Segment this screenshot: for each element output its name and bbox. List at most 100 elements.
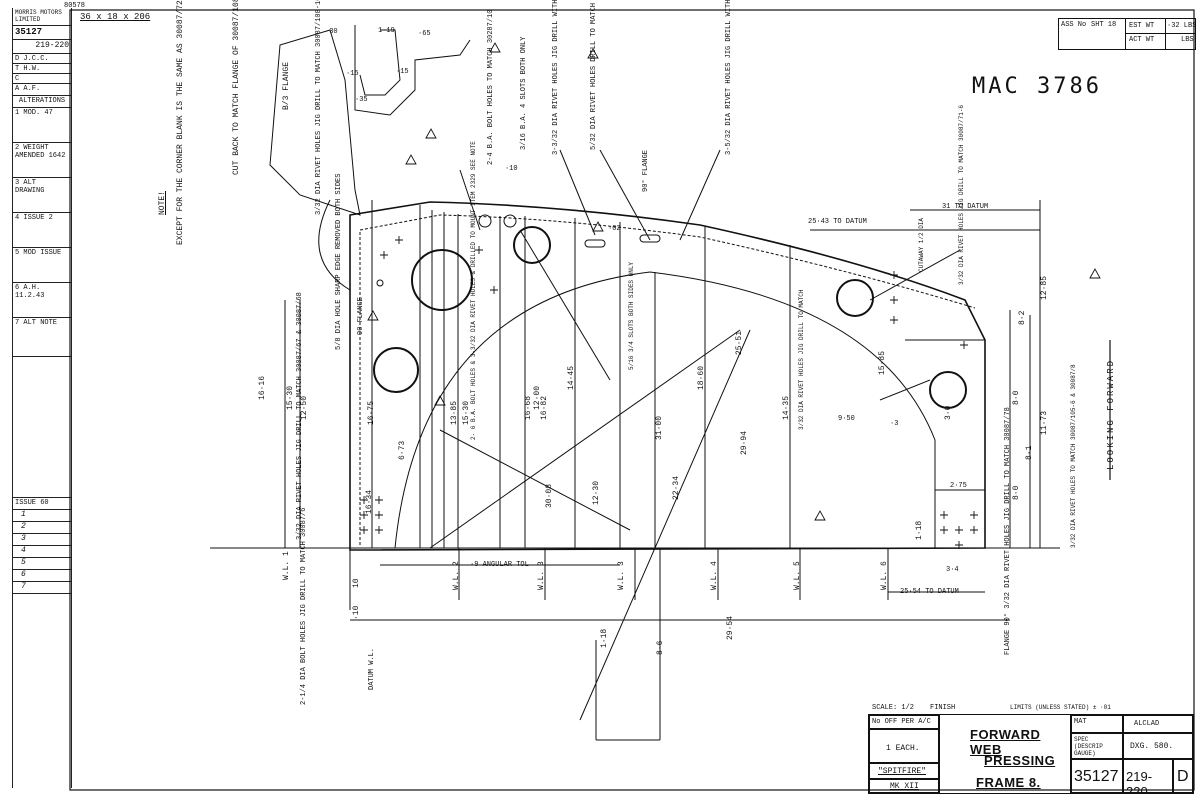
note-flange-90c: 90 FLANGE	[357, 297, 365, 335]
title-block: No OFF PER A/C 1 EACH. "SPITFIRE" MK XII…	[868, 714, 1194, 794]
alterations-header: ALTERATIONS	[13, 96, 71, 108]
note-slots: 5/16 3/4 SLOTS BOTH SIDES ONLY	[628, 261, 635, 370]
web-outline	[349, 201, 986, 551]
dimension-label: 1·18	[600, 628, 609, 648]
dimension-label: 12·50	[300, 395, 309, 420]
note-rivet-3: 3-3/32 DIA RIVET HOLES JIG DRILL WITH IT…	[552, 0, 560, 155]
lightening-hole	[373, 347, 419, 393]
material-label: MAT	[1071, 715, 1123, 733]
sheet-border	[69, 9, 1195, 791]
dimension-label: ·65	[418, 30, 431, 38]
leader-line	[879, 379, 931, 401]
note-cutaway: CUTAWAY 1/2 DIA	[918, 217, 925, 272]
spec-label: SPEC (DESCRIP GAUGE)	[1071, 733, 1123, 759]
waterline-label: W.L. 1	[282, 551, 291, 580]
checked-by: C	[13, 74, 71, 84]
issue-row: 3	[13, 534, 71, 546]
flange-line	[359, 214, 976, 545]
dimension-label: 16·16	[258, 375, 267, 400]
dimension-line	[439, 429, 631, 531]
leader-line	[869, 249, 961, 301]
waterline-label: W.L. 4	[710, 561, 719, 590]
note-ba-bolt: 2-4 B.A. BOLT HOLES TO MATCH 30287/10	[487, 9, 495, 165]
dimension-label: 12·00	[533, 385, 542, 410]
dimension-label: 14·45	[567, 365, 576, 390]
dimension-label: ·9 ANGULAR TOL	[470, 561, 529, 569]
issue-row: 4	[13, 546, 71, 558]
note-datum-1: 25·43 TO DATUM	[808, 218, 867, 226]
note-dia-hole: 5/8 DIA HOLE SHARP EDGE REMOVED BOTH SID…	[335, 173, 343, 350]
issue-row: 7	[13, 582, 71, 594]
dimension-label: ·3	[890, 420, 899, 428]
note-rivet-holes: 3/32 DIA RIVET HOLES JIG DRILL TO MATCH …	[315, 0, 323, 215]
alteration-note: 1 MOD. 47	[13, 108, 71, 143]
datum-waterline-label: DATUM W.L.	[368, 647, 376, 690]
part-title-line1: FORWARD WEB	[970, 727, 1041, 757]
dimension-label: 25·54 TO DATUM	[900, 588, 959, 596]
waterline-label: W.L. 3	[537, 561, 546, 590]
title-frame-code: 219-220	[1123, 759, 1173, 793]
dimension-label: 8·2	[1018, 310, 1027, 325]
title-drawing-number: 35127	[1071, 759, 1123, 793]
sheet-size-label: 36 x 18 x 206	[80, 12, 151, 22]
waterline-label: W.L. 5	[793, 561, 802, 590]
note-bolt-left: 2-1/4 DIA BOLT HOLES JIG DRILL TO MATCH …	[300, 507, 308, 705]
corner-flange	[354, 25, 471, 116]
leader-line	[519, 229, 611, 381]
lightening-hole	[411, 249, 473, 311]
note-rivet-5: 5/32 DIA RIVET HOLES DRILL TO MATCH 3008…	[590, 0, 598, 150]
dimension-label: 1·18	[915, 520, 924, 540]
leader-line	[679, 149, 721, 241]
note-rivet-jig: 3-5/32 DIA RIVET HOLES JIG DRILL WITH IT…	[725, 0, 733, 155]
waterline-label: W.L. 3	[617, 561, 626, 590]
dimension-label: ·10	[505, 165, 518, 173]
divider	[1165, 19, 1166, 49]
no-off-label: No OFF PER A/C	[869, 715, 939, 729]
issue-letter: D	[1173, 759, 1193, 793]
dimension-label: 12·30	[592, 480, 601, 505]
alteration-note: 3 ALT DRAWING	[13, 178, 71, 213]
waterline-label: W.L. 2	[452, 561, 461, 590]
dimension-label: ·10	[352, 605, 361, 620]
issue-triangles	[367, 42, 1101, 521]
approved-by: A A.F.	[13, 84, 71, 96]
dimension-label: 2·75	[950, 482, 967, 490]
dimension-label: 1·19	[378, 27, 395, 35]
dimension-label: 31·00	[655, 415, 664, 440]
dimension-label: 29·54	[726, 615, 735, 640]
dimension-line	[579, 329, 751, 721]
note-rivet-match-2: 3/32 DIA RIVET HOLES TO MATCH 30087/105-…	[1070, 364, 1077, 548]
dimension-label: 14·35	[782, 395, 791, 420]
dimension-label: 15·30	[286, 385, 295, 410]
dimension-label: 3·4	[946, 566, 959, 574]
handwritten-stamp: MAC 3786	[972, 74, 1102, 99]
issue-row: 6	[13, 570, 71, 582]
corner-notch	[359, 29, 401, 96]
alterations-list: 1 MOD. 47 2 WEIGHT AMENDED 1642 3 ALT DR…	[13, 108, 71, 357]
dimension-label: 30·08	[545, 483, 554, 508]
assembly-number-label: ASS No	[1061, 21, 1087, 29]
note-rivet-match: 3/32 DIA RIVET HOLES JIG DRILL TO MATCH	[798, 289, 805, 430]
slot	[639, 234, 661, 243]
title-cell: FORWARD WEB PRESSING FRAME 8.	[939, 715, 1071, 793]
dimension-label: ·30	[325, 28, 338, 36]
actual-weight-label: ACT WT	[1129, 36, 1155, 44]
note-bottom-flange: FLANGE 90° 3/32 DIA RIVET HOLES JIG DRIL…	[1004, 407, 1012, 655]
dimension-label: 18·60	[697, 365, 706, 390]
dimension-label: 15·85	[878, 350, 887, 375]
gauge-value: DXG. 580.	[1123, 733, 1193, 759]
dimension-line	[429, 329, 741, 549]
alteration-note: 6 A.H. 11.2.43	[13, 283, 71, 318]
dimension-label: 10	[352, 578, 361, 588]
corner-blank	[269, 29, 361, 216]
rivet-pattern	[360, 236, 978, 549]
note-cut-back: CUT BACK TO MATCH FLANGE OF 30087/108-10	[232, 0, 241, 175]
alteration-note: 7 ALT NOTE	[15, 319, 58, 327]
divider	[1125, 33, 1195, 34]
part-title-line3: FRAME 8.	[976, 775, 1041, 790]
dimension-label: 16·68	[524, 395, 533, 420]
alteration-note: 5 MOD ISSUE	[13, 248, 71, 283]
note-datum-2: 31 TO DATUM	[942, 203, 989, 211]
